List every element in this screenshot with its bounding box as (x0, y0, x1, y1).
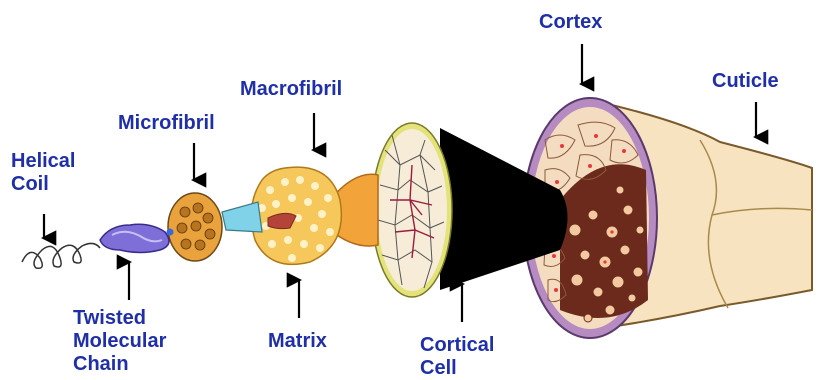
twisted-molecular-chain (100, 224, 174, 252)
label-helical-coil: Helical Coil (11, 150, 75, 196)
fibril-connector (222, 202, 262, 232)
label-twisted-molecular-chain: Twisted Molecular Chain (73, 307, 166, 376)
label-twisted-molecular-chain-line2: Molecular (73, 330, 166, 353)
label-microfibril: Microfibril (118, 112, 215, 135)
label-twisted-molecular-chain-line1: Twisted (73, 307, 166, 330)
label-helical-coil-line2: Coil (11, 173, 75, 196)
label-matrix: Matrix (268, 330, 327, 353)
label-matrix-line1: Matrix (268, 330, 327, 353)
cortical-cell (372, 123, 452, 297)
label-cortex: Cortex (539, 11, 602, 34)
label-cortical-cell-line1: Cortical (420, 334, 494, 357)
label-macrofibril: Macrofibril (240, 78, 342, 101)
label-helical-coil-line1: Helical (11, 150, 75, 173)
label-microfibril-line1: Microfibril (118, 112, 215, 135)
label-cortical-cell-line2: Cell (420, 357, 494, 380)
label-cuticle-line1: Cuticle (712, 70, 779, 93)
label-cuticle: Cuticle (712, 70, 779, 93)
microfibril (168, 193, 222, 261)
label-cortex-line1: Cortex (539, 11, 602, 34)
helical-coil (22, 243, 100, 268)
label-macrofibril-line1: Macrofibril (240, 78, 342, 101)
label-cortical-cell: Cortical Cell (420, 334, 494, 380)
macrofibril (251, 167, 341, 264)
label-twisted-molecular-chain-line3: Chain (73, 353, 166, 376)
